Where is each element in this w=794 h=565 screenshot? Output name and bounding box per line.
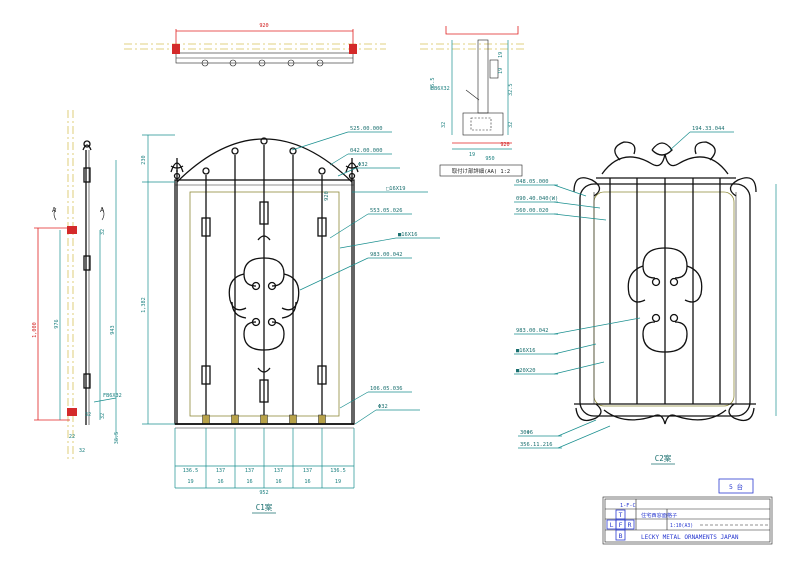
- c1-bottom-dim: 137: [245, 468, 254, 474]
- c1-bottom-dim: 137: [274, 468, 283, 474]
- c1-callout: □16X19: [386, 186, 405, 192]
- c1-bottom-dim: 136.5: [330, 468, 346, 474]
- side-view: A A FB6X32 1,000 976 943 32 32 36.5 32 22 32: [32, 110, 122, 460]
- side-view-dim: 32: [85, 412, 91, 418]
- c1-callout: Φ32: [378, 404, 388, 410]
- side-view-dim: 976: [54, 319, 60, 328]
- title-block-letter: F: [619, 521, 623, 529]
- c2-center-scroll: [627, 247, 703, 353]
- c2-callout: 194.33.044: [692, 126, 724, 132]
- c2-gate: 194.33.044 048.05.000 090.40.040(W) 560.00.…: [514, 126, 777, 465]
- c1-callout: 553.05.026: [370, 208, 402, 214]
- side-view-dim: 22: [69, 434, 75, 440]
- detail-aa-dim: 32.5: [508, 84, 514, 97]
- side-view-dim: 943: [110, 325, 116, 334]
- detail-aa-caption: 取付け部詳細(AA) 1:2: [452, 167, 510, 175]
- top-width-dim: 920: [259, 23, 268, 29]
- side-view-dim: 1,000: [32, 322, 38, 338]
- c1-bottom-small: 16: [217, 479, 223, 485]
- c1-bottom-dim: 137: [303, 468, 312, 474]
- quantity-box: 5 台: [718, 478, 754, 494]
- c2-callout: 090.40.040(W): [516, 196, 558, 202]
- detail-aa-dim: 19: [498, 52, 504, 58]
- c1-center-scroll: [228, 235, 300, 373]
- c1-callout: 106.05.036: [370, 386, 402, 392]
- title-name-field: 住宅西窓面格子: [641, 511, 677, 519]
- c1-title: C1案: [256, 502, 273, 512]
- title-block-letter: R: [628, 521, 632, 529]
- c2-callout: ■20X20: [516, 368, 535, 374]
- c1-height-main: 1,382: [141, 297, 147, 313]
- c1-bottom-dim: 137: [216, 468, 225, 474]
- detail-aa-dim: 920: [500, 142, 509, 148]
- title-block-letter: B: [619, 532, 623, 540]
- detail-aa-dim: 32: [441, 122, 447, 128]
- detail-aa-dim: 19: [498, 68, 504, 74]
- detail-aa-dim: 85.5: [430, 78, 436, 91]
- c1-bottom-small: 19: [187, 479, 193, 485]
- c2-callout: ■16X16: [516, 348, 535, 354]
- side-view-dim: 32: [100, 413, 106, 419]
- top-view: 920: [124, 23, 386, 67]
- c1-bottom-small: 16: [246, 479, 252, 485]
- c2-callout: 560.00.020: [516, 208, 548, 214]
- side-arrow-right: A: [100, 206, 105, 214]
- detail-aa-dim: 950: [485, 156, 494, 162]
- side-view-dim: 32: [100, 229, 106, 235]
- side-fb-label: FB6X32: [103, 393, 122, 399]
- c2-title: C2案: [655, 453, 672, 463]
- detail-aa-dim: 19: [469, 152, 475, 158]
- detail-aa-dim: 32: [508, 122, 514, 128]
- c1-callout: 042.00.000: [350, 148, 382, 154]
- c2-callout: 30Φ6: [520, 430, 533, 436]
- side-arrow-left: A: [52, 206, 57, 214]
- title-scale: 1:10(A3): [670, 523, 693, 529]
- detail-aa: 取付け部詳細(AA) 1:2 FB6X32 19 19 32.5 85.5 32 32 19…: [420, 26, 524, 177]
- c1-height-top: 230: [141, 155, 147, 164]
- detail-fb-label: FB6X32: [431, 86, 450, 92]
- c2-callout: 356.11.216: [520, 442, 552, 448]
- c1-callout: Φ32: [358, 162, 368, 168]
- title-block-letter: T: [619, 511, 623, 519]
- c1-bottom-dim: 136.5: [183, 468, 199, 474]
- c1-bottom-small: 16: [304, 479, 310, 485]
- c1-callout: 525.00.000: [350, 126, 382, 132]
- title-row1: 1-F-C: [620, 503, 636, 509]
- c1-callout: ■16X16: [398, 232, 417, 238]
- c2-callout: 048.05.000: [516, 179, 548, 185]
- c2-callout: 983.00.042: [516, 328, 548, 334]
- c1-callout: 983.00.042: [370, 252, 402, 258]
- side-view-dim: 32: [79, 448, 85, 454]
- c1-bottom-small: 16: [275, 479, 281, 485]
- title-company: LECKY METAL ORNAMENTS JAPAN: [641, 534, 739, 541]
- side-view-dim: 36.5: [114, 432, 120, 445]
- title-block-letter: L: [610, 521, 614, 529]
- c1-bottom-small: 19: [335, 479, 341, 485]
- quantity-value: 5 台: [729, 482, 743, 491]
- c1-total-dim: 952: [259, 490, 268, 496]
- c1-inner-label: 920: [324, 191, 330, 201]
